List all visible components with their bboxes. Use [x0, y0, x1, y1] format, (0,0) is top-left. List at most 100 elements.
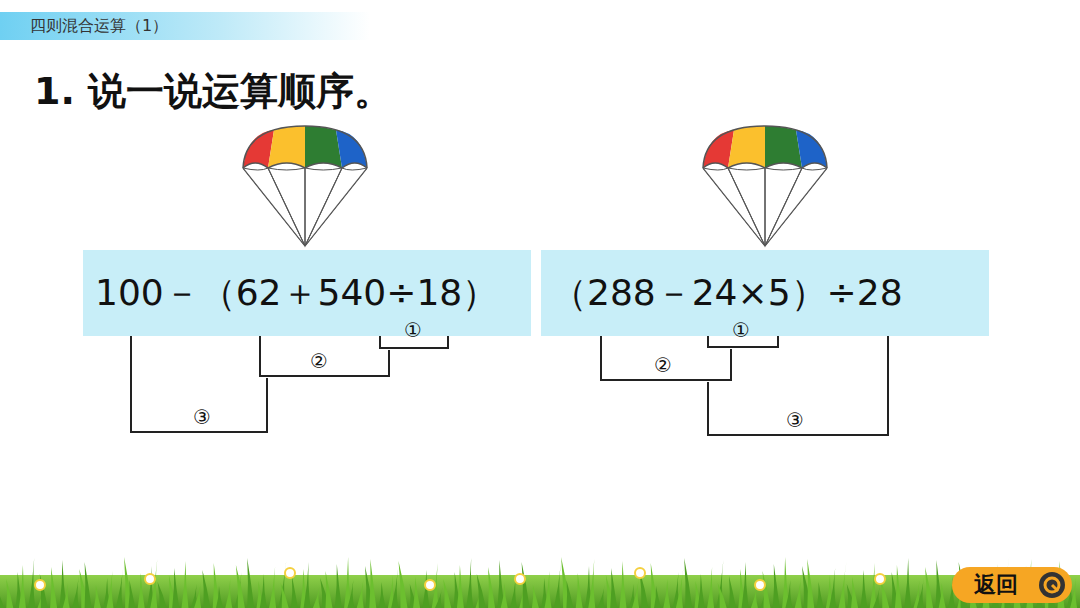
grass-blade: [182, 561, 189, 608]
return-icon: [1038, 571, 1066, 599]
grass-blade: [839, 561, 847, 608]
flower: [635, 568, 645, 578]
grass-blade: [873, 586, 880, 608]
grass-blade: [72, 576, 79, 608]
grass-blade: [172, 568, 179, 608]
grass-blade: [107, 571, 114, 608]
grass-blade: [281, 583, 289, 608]
grass-blade: [742, 562, 749, 608]
grass-blade: [718, 583, 727, 608]
grass-blade: [566, 580, 573, 608]
slide-title: 1. 说一说运算顺序。: [34, 66, 392, 117]
grass-blade: [247, 558, 254, 608]
flower: [145, 574, 155, 584]
grass-blade: [851, 577, 858, 608]
grass-blade: [870, 563, 877, 608]
button-label: 返回: [974, 570, 1018, 600]
header-band: 四则混合运算（1）: [0, 12, 370, 40]
grass-blade: [236, 565, 245, 608]
grass-blade: [663, 579, 670, 608]
grass-blade: [269, 567, 276, 608]
grass-blade: [28, 558, 35, 608]
grass-blade: [807, 559, 814, 608]
grass-blade: [202, 570, 210, 608]
callout-number: ③: [193, 405, 211, 429]
flower: [875, 574, 885, 584]
grass-blade: [795, 573, 802, 608]
grass-blade: [895, 565, 902, 608]
grass-blade: [925, 567, 933, 608]
grass-blade: [554, 564, 561, 608]
grass-blade: [335, 564, 342, 608]
grass-blade: [94, 585, 101, 608]
grass-blade: [676, 565, 684, 608]
grass-blade: [0, 586, 4, 608]
grass-blade: [225, 579, 232, 608]
grass-blade: [654, 586, 661, 608]
grass-blade: [817, 582, 824, 608]
grass-blade: [522, 562, 530, 608]
grass-blade: [477, 574, 486, 608]
grass-blade: [532, 585, 539, 608]
grass-blade: [939, 583, 946, 608]
expression-text: （288－24×5）÷28: [551, 269, 903, 318]
grass-blade: [917, 574, 925, 608]
grass-blade: [194, 577, 202, 608]
grass-blade: [684, 558, 692, 608]
grass-blade: [6, 579, 13, 608]
grass-blade: [379, 582, 386, 608]
grass-blade: [1079, 570, 1080, 608]
grass-blade: [128, 580, 135, 608]
callout-number: ①: [732, 318, 750, 342]
grass-blade: [50, 567, 57, 608]
grass-blade: [443, 579, 451, 608]
grass-blade: [347, 580, 354, 608]
callout-number: ③: [786, 408, 804, 432]
grass-blade: [19, 565, 26, 608]
flower: [515, 574, 525, 584]
grass-blade: [357, 573, 365, 608]
grass-blade: [598, 582, 606, 608]
grass-blade: [698, 574, 705, 608]
grass-blade: [488, 567, 495, 608]
grass-blade: [313, 585, 320, 608]
callout-number: ②: [310, 349, 328, 373]
grass-blade: [632, 577, 639, 608]
grass-blade: [729, 576, 736, 608]
grass-blade: [588, 559, 595, 608]
grass-blade: [63, 583, 70, 608]
grass-blade: [326, 571, 333, 608]
return-button: 返回: [952, 567, 1072, 603]
grass-blade: [158, 582, 167, 608]
grass-blade: [399, 561, 408, 608]
callout-number: ②: [654, 353, 672, 377]
grass-blade: [610, 568, 617, 608]
grass-blade: [435, 586, 443, 608]
grass-blade: [860, 570, 867, 608]
grass-blade: [829, 568, 836, 608]
grass-blade: [501, 583, 508, 608]
grass-blade: [576, 573, 583, 608]
grass-blade: [216, 586, 223, 608]
grass-blade: [304, 562, 311, 608]
callout-number: ①: [404, 318, 422, 342]
grass-blade: [413, 577, 420, 608]
grass-blade: [457, 565, 464, 608]
section-name: 四则混合运算（1）: [30, 16, 168, 37]
grass-blade: [707, 567, 714, 608]
flower: [425, 580, 435, 590]
expression-box: 100－（62＋540÷18）: [83, 250, 531, 336]
flower: [35, 580, 45, 590]
grass-blade: [391, 568, 398, 608]
grass-blade: [369, 559, 376, 608]
expression-box: （288－24×5）÷28: [541, 250, 989, 336]
grass-blade: [773, 564, 780, 608]
flower: [755, 580, 765, 590]
grass-blade: [904, 558, 911, 608]
expression-text: 100－（62＋540÷18）: [95, 269, 498, 318]
grass-blade: [116, 564, 124, 608]
grass-blade: [260, 574, 267, 608]
grass-blade: [85, 562, 92, 608]
grass-blade: [785, 580, 792, 608]
grass-blade: [291, 576, 298, 608]
